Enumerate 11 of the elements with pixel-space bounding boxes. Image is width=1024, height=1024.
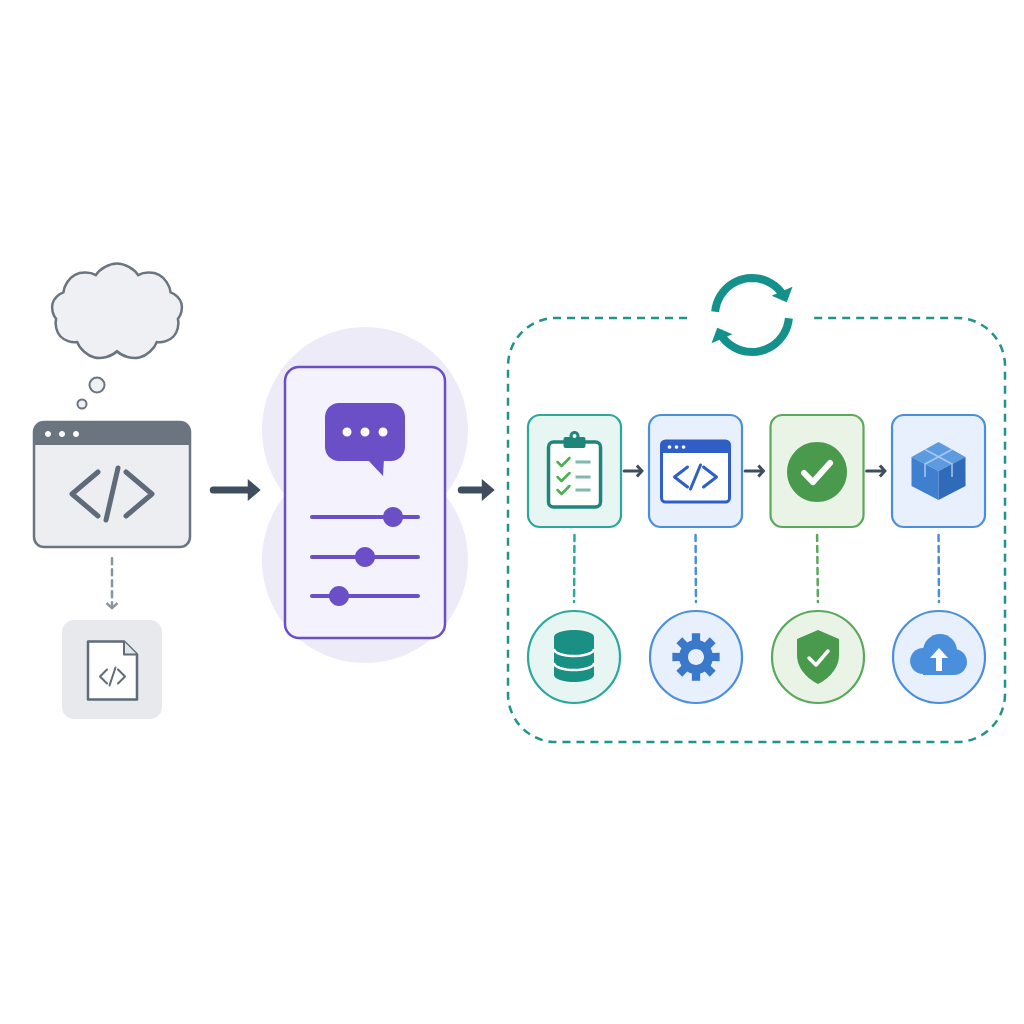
arrow	[622, 464, 644, 478]
arrow	[865, 464, 887, 478]
arrow	[743, 464, 766, 478]
dashed-frame	[506, 316, 1007, 744]
arrow	[105, 557, 119, 610]
connector-line	[815, 533, 820, 604]
connector-line	[572, 533, 576, 604]
connector-line	[694, 533, 698, 604]
connector-line	[937, 533, 941, 604]
browser-window	[32, 420, 192, 549]
thought-cloud	[50, 262, 184, 360]
